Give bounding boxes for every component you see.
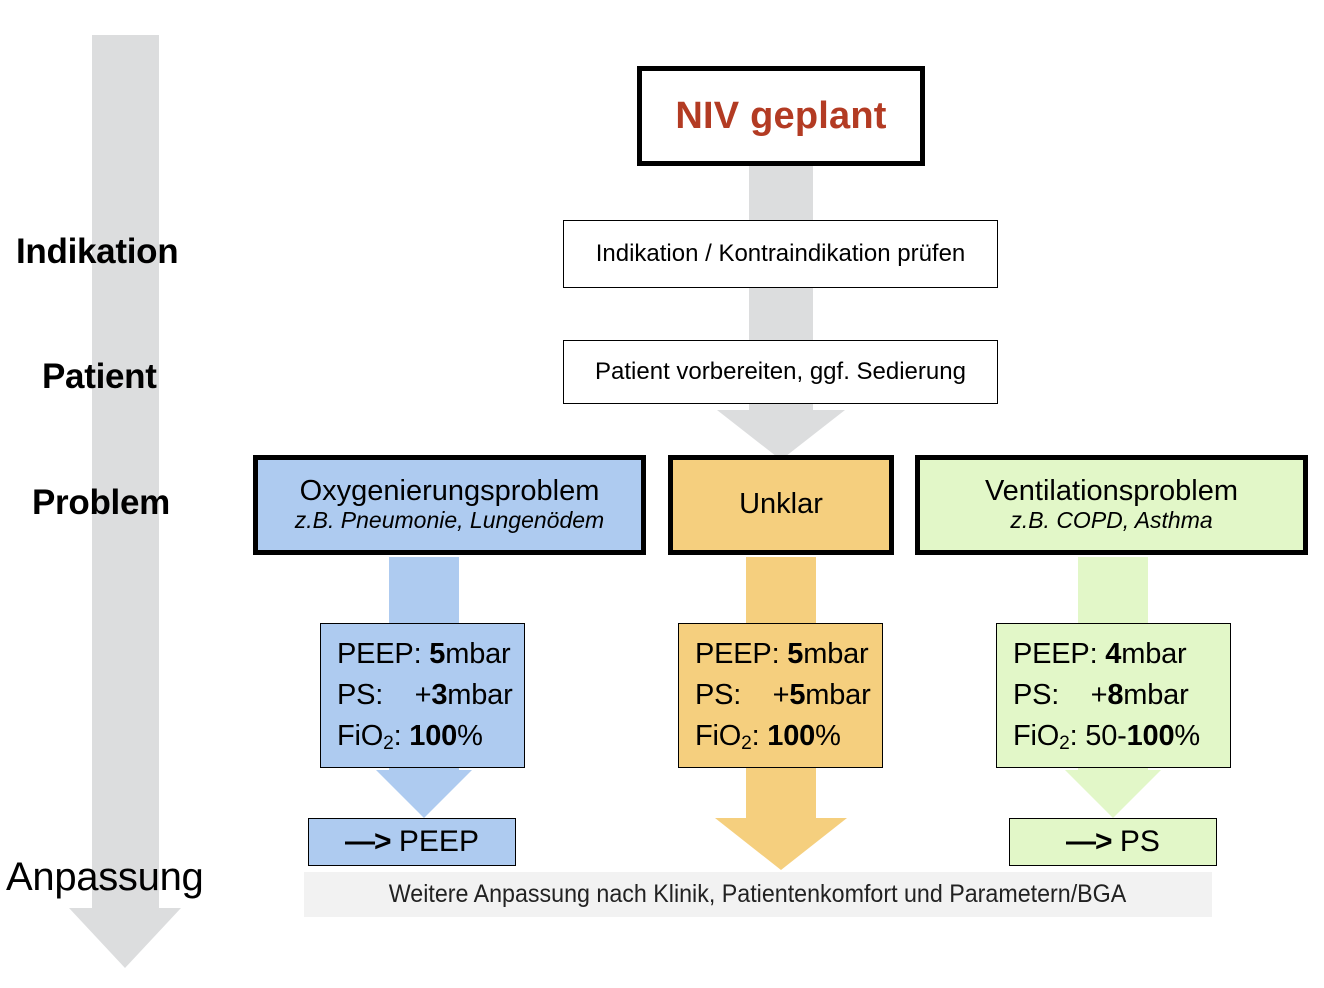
param-fio2-prefix: : 50- <box>1069 719 1127 752</box>
stage-label-anpassung: Anpassung <box>6 855 204 899</box>
param-ps-value: 8 <box>1107 678 1124 711</box>
connector-ventilation-params-to-result-head <box>1065 770 1161 818</box>
param-fio2-unit: % <box>815 719 841 752</box>
param-box-ventilation: PEEP: 4mbar PS: +8mbar FiO2: 50-100% <box>996 623 1231 768</box>
param-fio2-label: FiO <box>695 719 742 752</box>
step-box-patient-label: Patient vorbereiten, ggf. Sedierung <box>595 358 966 385</box>
result-arrow-glyph-icon: —> <box>1066 825 1113 858</box>
param-line-peep-ventilation: PEEP: 4mbar <box>1013 634 1222 675</box>
result-box-oxygenation-text: —> PEEP <box>345 825 479 859</box>
problem-box-oxygenation-title: Oxygenierungsproblem <box>299 475 600 508</box>
problem-box-ventilation: Ventilationsproblem z.B. COPD, Asthma <box>915 455 1308 555</box>
problem-box-oxygenation-subtitle: z.B. Pneumonie, Lungenödem <box>294 507 605 534</box>
footer-bar: Weitere Anpassung nach Klinik, Patienten… <box>304 872 1212 917</box>
connector-unclear-params-to-footer-shaft <box>746 766 816 824</box>
param-peep-value: 4 <box>1105 637 1122 670</box>
param-peep-label: PEEP: <box>1013 637 1106 670</box>
param-peep-unit: mbar <box>445 637 511 670</box>
connector-ventilation-params-to-result-shaft <box>1078 766 1148 772</box>
result-box-ventilation: —> PS <box>1009 818 1217 866</box>
param-peep-label: PEEP: <box>695 637 788 670</box>
result-box-ventilation-text: —> PS <box>1066 825 1160 859</box>
param-box-oxygenation: PEEP: 5mbar PS: +3mbar FiO2: 100% <box>320 623 525 768</box>
connector-step2-to-branches-head <box>717 410 845 460</box>
connector-step1-to-step2 <box>749 288 813 340</box>
param-ps-unit: mbar <box>1123 678 1189 711</box>
param-line-ps-unclear: PS: +5mbar <box>695 675 874 716</box>
param-ps-label: PS: + <box>695 678 790 711</box>
param-fio2-label: FiO <box>1013 719 1060 752</box>
param-fio2-subscript: 2 <box>1059 733 1070 755</box>
problem-box-unclear: Unklar <box>668 455 894 555</box>
connector-unclear-problem-to-params <box>746 557 816 625</box>
step-box-indikation-label: Indikation / Kontraindikation prüfen <box>595 240 966 267</box>
param-fio2-unit: % <box>1174 719 1200 752</box>
step-box-patient: Patient vorbereiten, ggf. Sedierung <box>563 340 998 404</box>
problem-box-oxygenation: Oxygenierungsproblem z.B. Pneumonie, Lun… <box>253 455 646 555</box>
connector-oxygenation-params-to-result-shaft <box>389 766 459 772</box>
param-fio2-unit: % <box>457 719 483 752</box>
connector-ventilation-problem-to-params <box>1078 557 1148 625</box>
stage-label-patient: Patient <box>42 357 157 396</box>
param-line-fio2-oxygenation: FiO2: 100% <box>337 716 516 757</box>
param-ps-unit: mbar <box>805 678 871 711</box>
connector-oxygenation-problem-to-params <box>389 557 459 625</box>
problem-box-ventilation-title: Ventilationsproblem <box>984 475 1239 508</box>
param-peep-value: 5 <box>787 637 804 670</box>
param-ps-label: PS: + <box>1013 678 1108 711</box>
param-peep-value: 5 <box>429 637 446 670</box>
param-fio2-label: FiO <box>337 719 384 752</box>
result-box-oxygenation: —> PEEP <box>308 818 516 866</box>
param-ps-unit: mbar <box>447 678 513 711</box>
param-ps-value: 3 <box>431 678 448 711</box>
problem-box-unclear-title: Unklar <box>739 488 823 521</box>
title-box: NIV geplant <box>637 66 925 166</box>
param-peep-label: PEEP: <box>337 637 430 670</box>
result-box-ventilation-label: PS <box>1111 825 1160 858</box>
param-ps-label: PS: + <box>337 678 432 711</box>
param-peep-unit: mbar <box>803 637 869 670</box>
stage-label-indikation: Indikation <box>16 232 179 271</box>
param-line-ps-oxygenation: PS: +3mbar <box>337 675 516 716</box>
process-flow-arrow-head <box>69 908 181 968</box>
param-fio2-value: 100 <box>1126 719 1175 752</box>
process-flow-arrow-shaft <box>92 35 159 915</box>
param-line-fio2-unclear: FiO2: 100% <box>695 716 874 757</box>
connector-step2-to-branches-shaft <box>749 403 813 413</box>
connector-unclear-params-to-footer-head <box>715 818 847 870</box>
param-fio2-value: 100 <box>409 719 458 752</box>
param-fio2-prefix: : <box>393 719 410 752</box>
step-box-indikation: Indikation / Kontraindikation prüfen <box>563 220 998 288</box>
param-line-fio2-ventilation: FiO2: 50-100% <box>1013 716 1222 757</box>
param-fio2-subscript: 2 <box>383 733 394 755</box>
title-text: NIV geplant <box>675 94 887 137</box>
connector-title-to-step1 <box>749 165 813 220</box>
param-line-peep-oxygenation: PEEP: 5mbar <box>337 634 516 675</box>
result-arrow-glyph-icon: —> <box>345 825 392 858</box>
result-box-oxygenation-label: PEEP <box>390 825 479 858</box>
problem-box-ventilation-subtitle: z.B. COPD, Asthma <box>1010 507 1213 534</box>
stage-label-problem: Problem <box>32 483 170 522</box>
param-fio2-value: 100 <box>767 719 816 752</box>
param-box-unclear: PEEP: 5mbar PS: +5mbar FiO2: 100% <box>678 623 883 768</box>
connector-oxygenation-params-to-result-head <box>376 770 472 818</box>
footer-text: Weitere Anpassung nach Klinik, Patienten… <box>389 880 1127 908</box>
param-fio2-prefix: : <box>751 719 768 752</box>
param-peep-unit: mbar <box>1121 637 1187 670</box>
param-line-ps-ventilation: PS: +8mbar <box>1013 675 1222 716</box>
param-ps-value: 5 <box>789 678 806 711</box>
param-fio2-subscript: 2 <box>741 733 752 755</box>
param-line-peep-unclear: PEEP: 5mbar <box>695 634 874 675</box>
